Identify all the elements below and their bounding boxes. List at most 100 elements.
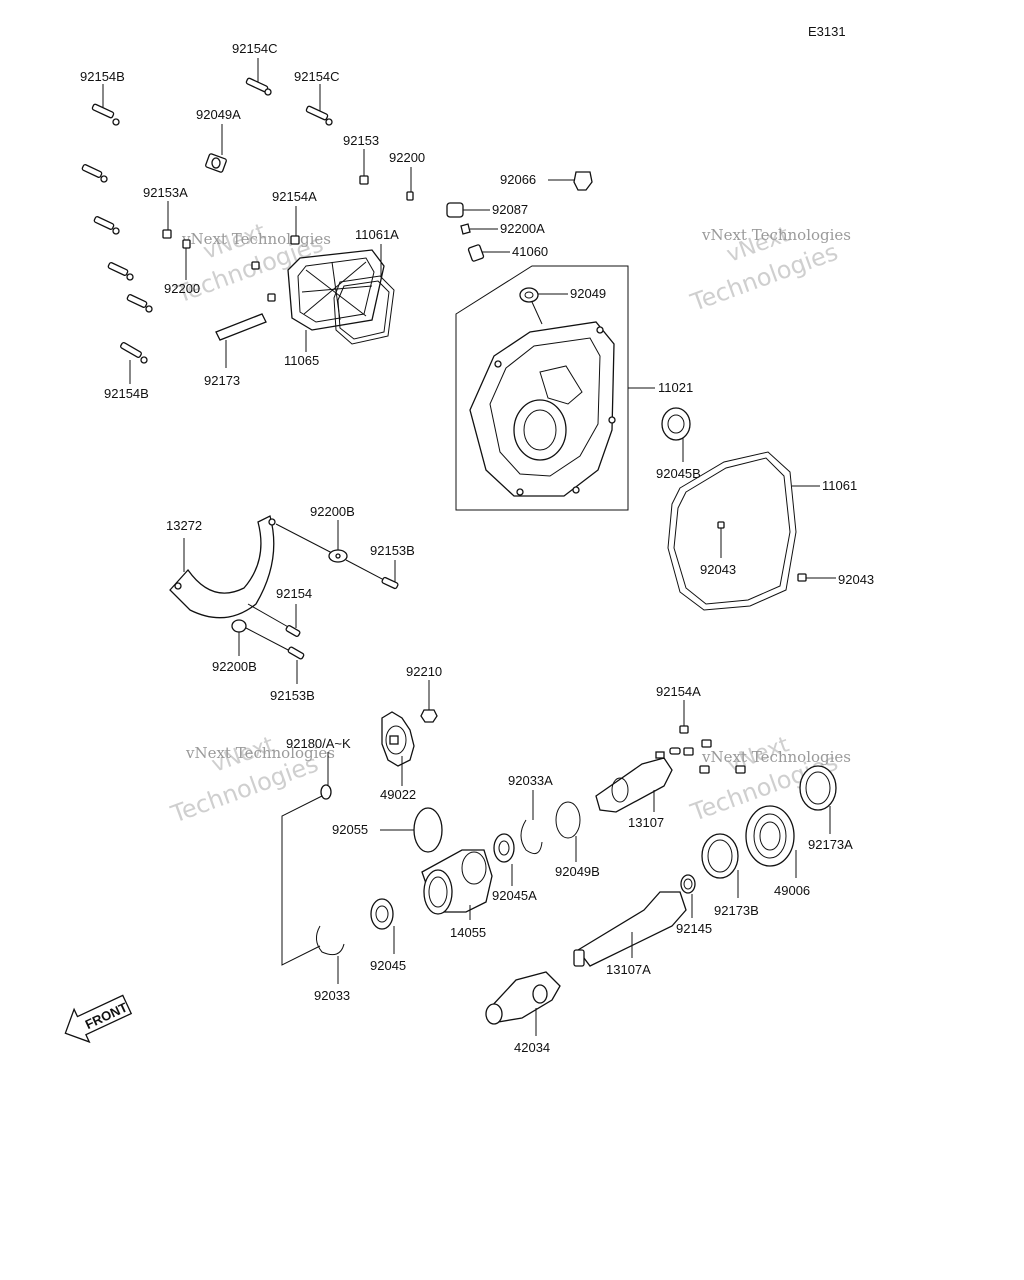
seal-92055[interactable] — [380, 807, 443, 853]
bolt-92154-guard[interactable] — [247, 603, 301, 638]
housing-14055[interactable] — [421, 849, 493, 920]
label-92154B: 92154B — [104, 386, 149, 401]
bolt-left-3[interactable] — [107, 262, 134, 281]
bearing-92045[interactable] — [370, 898, 395, 954]
label-92173: 92173 — [204, 373, 240, 388]
label-92173B: 92173B — [714, 903, 759, 918]
label-41060: 41060 — [512, 244, 548, 259]
bolt-left-1[interactable] — [81, 164, 108, 183]
nut-92049[interactable] — [519, 287, 568, 325]
label-92173A: 92173A — [808, 837, 853, 852]
label-92200B: 92200B — [212, 659, 257, 674]
nut-92049A[interactable] — [205, 124, 227, 173]
bolt-92153B-top[interactable] — [345, 559, 399, 590]
label-92049A: 92049A — [196, 107, 241, 122]
switch-41060[interactable] — [467, 244, 510, 262]
bolt-92154C-right[interactable] — [305, 84, 333, 126]
label-92145: 92145 — [676, 921, 712, 936]
label-92043: 92043 — [700, 562, 736, 577]
gear-49022[interactable] — [381, 711, 415, 786]
bolt-92154A[interactable] — [290, 206, 300, 245]
front-arrow-icon: FRONT — [64, 994, 133, 1044]
bolt-92154B-bottom[interactable] — [120, 341, 148, 384]
label-92049: 92049 — [570, 286, 606, 301]
circlip-92033A[interactable] — [520, 790, 543, 855]
bearing-92045A[interactable] — [493, 833, 515, 886]
gasket-92173[interactable] — [215, 313, 267, 368]
joint-42034[interactable] — [485, 971, 561, 1036]
label-92200: 92200 — [164, 281, 200, 296]
label-92033: 92033 — [314, 988, 350, 1003]
washer-92200B-bottom[interactable] — [231, 619, 293, 656]
watermark-top-right: vNext Technologies — [686, 222, 841, 317]
label-11065: 11065 — [284, 353, 319, 368]
bolt-92154B-top[interactable] — [91, 84, 120, 126]
boot-49006[interactable] — [745, 805, 797, 878]
gasket-11061[interactable] — [667, 451, 820, 611]
pin-92043[interactable] — [797, 573, 836, 582]
label-92153B: 92153B — [270, 688, 315, 703]
label-13107: 13107 — [628, 815, 664, 830]
bearing-92045B[interactable] — [661, 407, 691, 462]
watermark-caption: vNext Technologies — [701, 226, 851, 244]
label-92043: 92043 — [838, 572, 874, 587]
label-92049B: 92049B — [555, 864, 600, 879]
circlip-92033[interactable] — [316, 925, 345, 984]
label-11061: 11061 — [822, 478, 857, 493]
shaft-13107A[interactable] — [573, 891, 687, 967]
label-92154C: 92154C — [294, 69, 340, 84]
label-92153B: 92153B — [370, 543, 415, 558]
shim-92180[interactable] — [281, 752, 332, 966]
small-screw[interactable] — [251, 261, 260, 270]
label-92210: 92210 — [406, 664, 442, 679]
shaft-13107[interactable] — [595, 747, 681, 813]
cover-11065[interactable] — [287, 249, 385, 352]
screw-92153[interactable] — [359, 149, 369, 185]
spring-92145[interactable] — [680, 874, 696, 918]
watermark-caption: vNext Technologies — [185, 744, 335, 762]
label-49022: 49022 — [380, 787, 416, 802]
oring-92049B[interactable] — [555, 801, 581, 862]
label-92153A: 92153A — [143, 185, 188, 200]
cap-92087[interactable] — [446, 202, 490, 218]
pin-92200-left[interactable] — [182, 239, 191, 280]
washer-92200A[interactable] — [460, 223, 498, 235]
label-11061A: 11061A — [355, 227, 399, 242]
nut-92210[interactable] — [420, 680, 438, 723]
bolt-92154C-top[interactable] — [245, 58, 272, 96]
plug-92066[interactable] — [548, 171, 593, 191]
label-92066: 92066 — [500, 172, 536, 187]
label-92154A: 92154A — [272, 189, 317, 204]
label-92033A: 92033A — [508, 773, 553, 788]
label-92045: 92045 — [370, 958, 406, 973]
label-11021: 11021 — [658, 380, 693, 395]
small-screw[interactable] — [267, 293, 276, 302]
bolt-92153B-bottom[interactable] — [287, 646, 305, 684]
label-42034: 42034 — [514, 1040, 550, 1055]
bolt-left-4[interactable] — [126, 294, 153, 313]
label-92154A: 92154A — [656, 684, 701, 699]
bolt-92154A-shaft[interactable] — [679, 700, 746, 774]
label-13107A: 13107A — [606, 962, 651, 977]
screw-92153A[interactable] — [162, 201, 172, 239]
guard-13272[interactable] — [169, 515, 276, 619]
label-92154C: 92154C — [232, 41, 278, 56]
label-92200B: 92200B — [310, 504, 355, 519]
label-14055: 14055 — [450, 925, 486, 940]
gasket-11061A[interactable] — [333, 244, 395, 345]
label-92200: 92200 — [389, 150, 425, 165]
label-92087: 92087 — [492, 202, 528, 217]
watermark-caption: vNext Technologies — [181, 230, 331, 248]
clamp-92173B[interactable] — [701, 833, 739, 898]
cover-11021-box[interactable] — [455, 265, 655, 511]
label-92200A: 92200A — [500, 221, 545, 236]
pin-92200-top[interactable] — [406, 167, 414, 201]
clamp-92173A[interactable] — [799, 765, 837, 834]
label-92154B: 92154B — [80, 69, 125, 84]
label-49006: 49006 — [774, 883, 810, 898]
label-92045A: 92045A — [492, 888, 537, 903]
label-92153: 92153 — [343, 133, 379, 148]
washer-92200B-top[interactable] — [275, 520, 348, 563]
label-92180: 92180/A~K — [286, 736, 351, 751]
bolt-left-2[interactable] — [93, 216, 120, 235]
